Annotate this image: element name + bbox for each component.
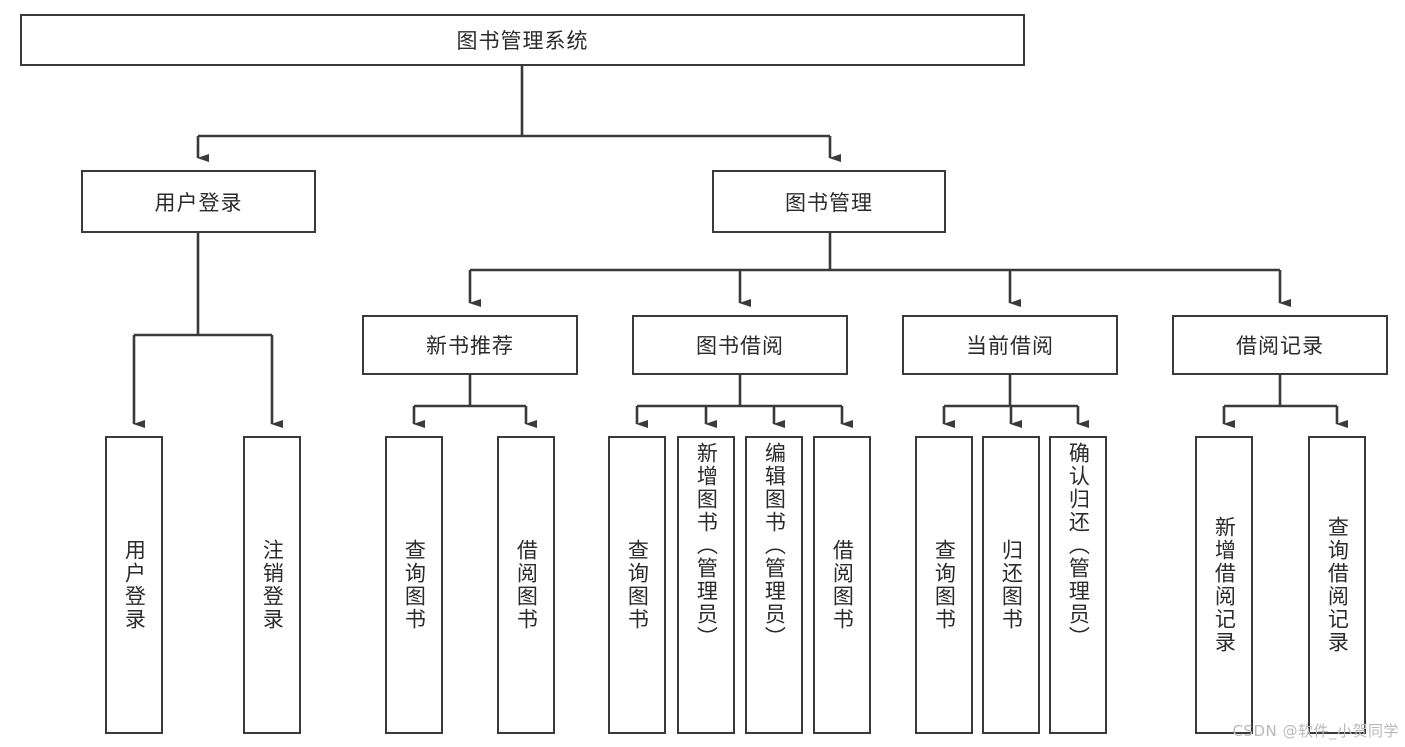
leaf-label: 查询图书 xyxy=(932,539,957,631)
node-label: 借阅记录 xyxy=(1236,334,1324,358)
node-book-management[interactable]: 图书管理 xyxy=(712,170,946,233)
node-new-book-recommend[interactable]: 新书推荐 xyxy=(362,315,578,375)
leaf-query-book-borrow[interactable]: 查询图书 xyxy=(608,436,666,734)
leaf-add-book-admin[interactable]: 新增图书（管理员） xyxy=(677,436,735,734)
node-label: 用户登录 xyxy=(154,190,243,215)
node-label: 图书管理 xyxy=(785,190,873,215)
leaf-label: 查询图书 xyxy=(402,539,427,631)
leaf-label: 查询图书 xyxy=(625,539,650,631)
leaf-user-login[interactable]: 用户登录 xyxy=(105,436,163,734)
leaf-query-book-current[interactable]: 查询图书 xyxy=(915,436,973,734)
node-label: 新书推荐 xyxy=(426,334,514,358)
leaf-label: 借阅图书 xyxy=(830,539,855,631)
leaf-label: 新增借阅记录 xyxy=(1212,516,1237,654)
node-current-borrow[interactable]: 当前借阅 xyxy=(902,315,1118,375)
node-label: 图书管理系统 xyxy=(456,29,589,53)
leaf-confirm-return-admin[interactable]: 确认归还（管理员） xyxy=(1049,436,1107,734)
node-root-book-management-system[interactable]: 图书管理系统 xyxy=(20,14,1025,66)
leaf-label: 归还图书 xyxy=(999,539,1024,631)
leaf-borrow-book-recommend[interactable]: 借阅图书 xyxy=(497,436,555,734)
leaf-query-borrow-record[interactable]: 查询借阅记录 xyxy=(1308,436,1366,734)
leaf-edit-book-admin[interactable]: 编辑图书（管理员） xyxy=(745,436,803,734)
leaf-add-borrow-record[interactable]: 新增借阅记录 xyxy=(1195,436,1253,734)
leaf-label: 借阅图书 xyxy=(514,539,539,631)
leaf-borrow-book[interactable]: 借阅图书 xyxy=(813,436,871,734)
leaf-query-book-recommend[interactable]: 查询图书 xyxy=(385,436,443,734)
leaf-label: 新增图书（管理员） xyxy=(694,442,719,649)
node-label: 图书借阅 xyxy=(696,334,784,358)
leaf-label: 确认归还（管理员） xyxy=(1066,442,1091,649)
leaf-logout-login[interactable]: 注销登录 xyxy=(243,436,301,734)
node-label: 当前借阅 xyxy=(966,334,1054,358)
leaf-return-book[interactable]: 归还图书 xyxy=(982,436,1040,734)
leaf-label: 注销登录 xyxy=(260,539,285,631)
leaf-label: 用户登录 xyxy=(122,539,147,631)
leaf-label: 查询借阅记录 xyxy=(1325,516,1350,654)
leaf-label: 编辑图书（管理员） xyxy=(762,442,787,649)
node-user-login[interactable]: 用户登录 xyxy=(81,170,316,233)
watermark: CSDN @软件_小贺同学 xyxy=(1232,722,1399,740)
node-borrow-record[interactable]: 借阅记录 xyxy=(1172,315,1388,375)
node-book-borrow[interactable]: 图书借阅 xyxy=(632,315,848,375)
